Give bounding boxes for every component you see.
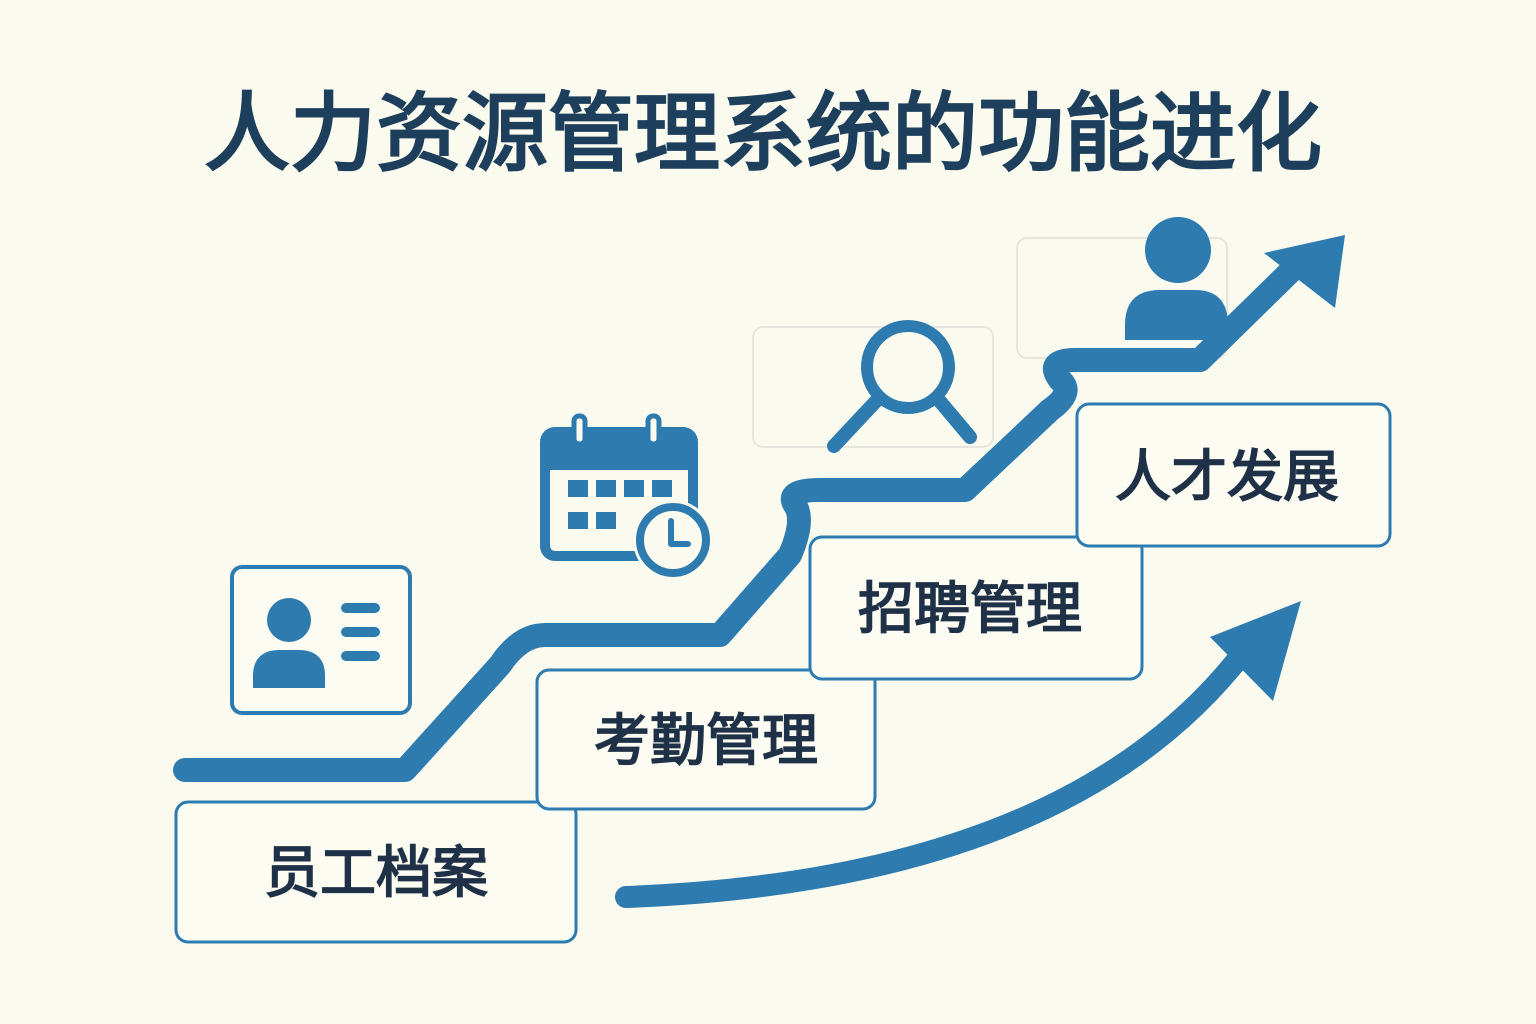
- staircase-path: [173, 250, 1312, 782]
- stage-attendance: 考勤管理: [535, 668, 877, 811]
- stage-label: 考勤管理: [594, 709, 818, 774]
- stage-box: [1075, 402, 1392, 548]
- stage-box: [174, 800, 578, 944]
- stage-talent-development: 人才发展: [1075, 402, 1392, 548]
- stage-employee-records: 员工档案: [174, 800, 578, 944]
- magnifier-icon: [827, 320, 977, 453]
- stage-label: 人才发展: [1115, 445, 1339, 510]
- stage-label: 招聘管理: [858, 577, 1082, 642]
- ghost-frame-recruit: [752, 326, 994, 448]
- stage-recruitment: 招聘管理: [808, 535, 1144, 681]
- curved-arrow: [615, 639, 1256, 908]
- person-icon: [1125, 217, 1228, 340]
- stage-label: 员工档案: [264, 841, 489, 906]
- page-title: 人力资源管理系统的功能进化: [204, 84, 1322, 184]
- stage-box: [808, 535, 1144, 681]
- calendar-clock-icon: [540, 413, 713, 580]
- curved-arrowhead: [1210, 601, 1301, 701]
- stage-box: [535, 668, 877, 811]
- id-card-icon: [230, 565, 412, 715]
- staircase-arrowhead: [1264, 235, 1345, 308]
